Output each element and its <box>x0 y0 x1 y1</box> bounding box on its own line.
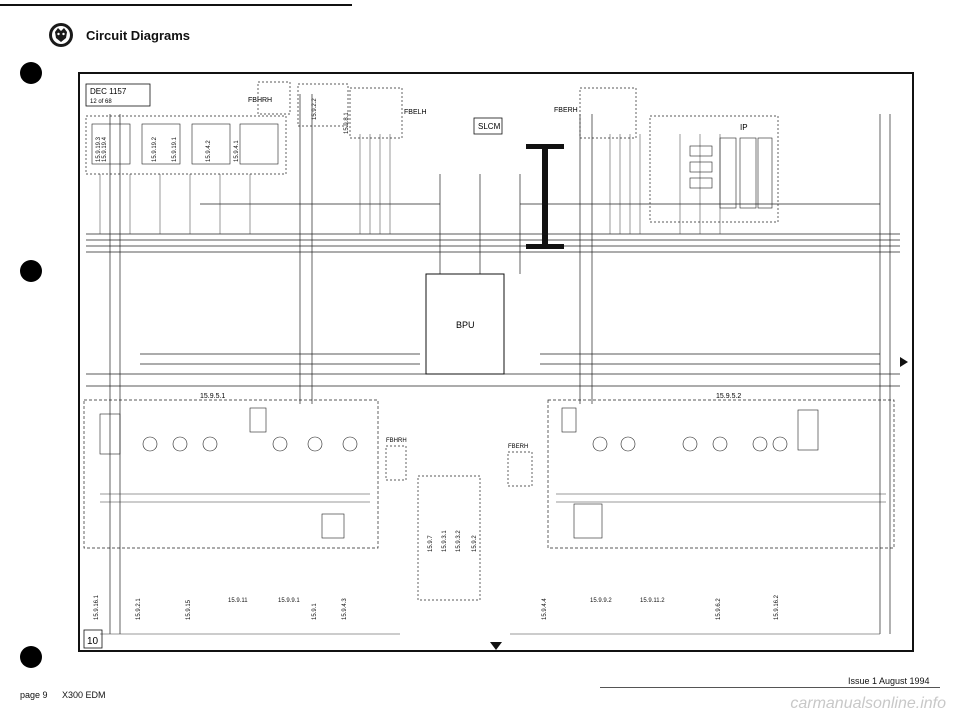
label-bpu: BPU <box>456 320 475 330</box>
subassembly-left <box>83 399 379 549</box>
fbhrh-lower-block <box>385 445 407 481</box>
lower-harness <box>100 493 886 635</box>
page-number: page 9 <box>20 690 48 700</box>
lamp-modules <box>91 123 279 165</box>
sheet-number-box <box>83 629 103 649</box>
watermark: carmanualsonline.info <box>790 695 946 712</box>
lamp-module-group <box>85 115 287 175</box>
label-ip: IP <box>740 123 748 132</box>
jaguar-logo-icon <box>49 23 73 47</box>
page-title: Circuit Diagrams <box>86 28 191 43</box>
slcm-box <box>473 117 503 135</box>
connector-label: 15.9.6.2 <box>716 598 722 620</box>
fberh-block <box>579 87 637 139</box>
punch-hole <box>20 62 42 84</box>
connector-label: 15.9.11.2 <box>640 598 665 604</box>
connector-label: 15.9.15 <box>186 599 192 620</box>
splice-bar <box>542 144 548 248</box>
connector-label: 15.9.3.2 <box>456 530 462 552</box>
connector-label: 15.9.9.2 <box>590 598 612 604</box>
splice-bar-bottom <box>526 244 564 249</box>
connector-label: 15.9.7 <box>428 535 434 552</box>
connector-label: 15.9.19.2 <box>152 136 158 162</box>
label-sub-right: 15.9.5.2 <box>716 393 741 400</box>
subassembly-right <box>547 399 895 549</box>
connector-label: 15.9.3.1 <box>442 530 448 552</box>
connector-label: 15.9.2 <box>472 535 478 552</box>
punch-hole <box>20 260 42 282</box>
label-fberh-lower: FBERH <box>508 444 528 450</box>
label-fbelh: FBELH <box>404 109 427 116</box>
fbelh-block <box>349 87 403 139</box>
sheet-number: 10 <box>87 636 99 647</box>
connector-label: 15.9.2.2 <box>312 98 318 120</box>
bpu-unit <box>425 273 505 375</box>
connector-label: 15.9.19.4 <box>102 136 108 162</box>
header-rule <box>0 4 352 6</box>
label-sub-left: 15.9.5.1 <box>200 393 225 400</box>
model-name: X300 EDM <box>62 690 106 700</box>
label-fbhrh-lower: FBHRH <box>386 438 407 444</box>
connector-label: 15.9.9.1 <box>278 598 300 604</box>
motor-units-right <box>561 407 819 539</box>
ref-code: DEC 1157 <box>90 87 127 96</box>
diagram-frame <box>78 72 914 652</box>
connector-label: 15.9.4.2 <box>206 140 212 162</box>
label-fberh: FBERH <box>554 107 578 114</box>
splice-bar-top <box>526 144 564 149</box>
connector-label: 15.9.4.3 <box>342 598 348 620</box>
connector-label: 15.9.4.4 <box>542 598 548 620</box>
connector-label: 15.9.16.2 <box>774 594 780 620</box>
punch-hole <box>20 646 42 668</box>
continuation-arrow-down <box>490 642 502 650</box>
label-slcm: SLCM <box>478 122 501 131</box>
circuit-diagram: DEC 1157 12 of 68 <box>83 81 908 650</box>
footer-rule <box>600 687 940 688</box>
connector-label: 15.9.4.1 <box>234 140 240 162</box>
connector-label: 15.9.19.3 <box>96 136 102 162</box>
ref-box <box>85 83 151 107</box>
continuation-arrow-right <box>900 357 908 367</box>
upper-feed-wires <box>99 134 721 234</box>
connector-label: 15.9.1 <box>312 603 318 620</box>
motor-units-left <box>99 407 358 539</box>
connector-labels: 15.9.19.4 15.9.19.3 15.9.19.2 15.9.19.1 … <box>94 98 780 620</box>
issue-date: Issue 1 August 1994 <box>848 676 930 686</box>
fberh-lower-block <box>507 451 533 487</box>
ref-sub: 12 of 68 <box>90 99 112 105</box>
connector-label: 15.9.2.1 <box>136 598 142 620</box>
connector-label: 15.9.19.1 <box>172 136 178 162</box>
ip-relays <box>689 137 773 209</box>
connector-label: 15.9.8.1 <box>344 112 350 134</box>
connector-label: 15.9.11 <box>228 598 248 604</box>
label-fbhrh: FBHRH <box>248 97 272 104</box>
fbhrh-block <box>257 81 291 115</box>
fbhlh-block <box>297 83 349 127</box>
ip-panel <box>649 115 779 223</box>
connector-label: 15.9.16.1 <box>94 594 100 620</box>
center-connector-stack <box>417 475 481 601</box>
